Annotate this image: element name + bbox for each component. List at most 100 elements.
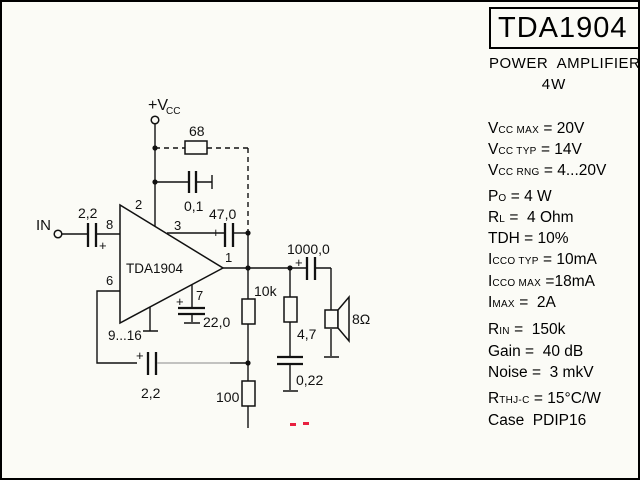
spec-subscript: L [499,214,506,225]
spec-symbol: R [488,209,500,226]
spec-subscript: IN [499,326,510,337]
spec-subscript: MAX [492,299,515,310]
spec-symbol: Noise [488,364,528,381]
spec-symbol: TDH [488,230,520,247]
spec-value: =18mA [541,273,595,290]
spec-case: Case PDIP16 [488,412,586,430]
capacitor-47_0: 47,0 + [167,206,251,247]
spec-symbol: Gain [488,343,521,360]
capacitor-plates [223,223,235,247]
polarity-plus: + [176,294,184,309]
wire [197,175,213,189]
capacitor-47-value: 47,0 [209,206,236,222]
capacitor-plates [178,306,205,316]
capacitor-1000-value: 1000,0 [287,241,330,257]
capacitor-input-2_2: 2,2 + [78,205,120,253]
spec-value: = 20V [539,120,585,137]
spec-value: = 15°C/W [529,390,601,407]
spec-symbol: Case [488,412,525,429]
spec-imax: IMAX = 2A [488,294,556,312]
spec-vcc-typ: VCC TYP = 14V [488,141,582,159]
resistor-body [241,380,256,407]
capacitor-in-value: 2,2 [78,205,98,221]
resistor-4_7: 4,7 [283,268,317,342]
resistor-body [283,296,298,323]
spec-symbol: V [488,162,499,179]
capacitor-0_1-value: 0,1 [184,198,204,214]
spec-value: = 10mA [538,251,597,268]
pin-1-label: 1 [225,250,232,265]
spec-rthj-c: RTHJ-C = 15°C/W [488,390,601,408]
spec-value: PDIP16 [524,412,587,429]
spec-value: = 4 W [506,188,552,205]
ground-symbol [283,365,298,392]
spec-value: = 4 Ohm [505,209,574,226]
spec-symbol: V [488,120,499,137]
capacitor-plates [277,355,303,366]
polarity-plus: + [99,238,107,253]
input-terminal: IN [36,217,87,239]
terminal-circle [53,229,63,239]
spec-subscript: CCO TYP [492,256,539,267]
pin-3-label: 3 [174,218,181,233]
resistor-body [184,140,208,155]
speaker-icon: 8Ω [324,294,370,358]
spec-value: = 10% [519,230,569,247]
spec-symbol: V [488,141,499,158]
ground-pins-9-16: 9...16 [108,307,158,343]
capacitor-0_22-value: 0,22 [296,372,323,388]
capacitor-0_1: 0,1 [155,171,213,214]
resistor-100: 100 [216,363,256,428]
polarity-plus: + [136,348,144,363]
spec-gain: Gain = 40 dB [488,343,583,361]
resistor-68-value: 68 [189,123,205,139]
polarity-plus: + [212,225,220,240]
resistor-10k: 10k [241,268,278,366]
spec-symbol: I [488,273,493,290]
opamp-tda1904: TDA1904 2 3 8 6 1 7 [106,197,232,325]
spec-rin: RIN = 150k [488,321,565,339]
watermark-remnant [290,423,296,426]
resistor-4_7-value: 4,7 [297,326,317,342]
pins-9-16-label: 9...16 [108,328,142,343]
pin-2-label: 2 [135,197,142,212]
spec-subscript: CC TYP [498,146,537,157]
spec-symbol: I [488,294,493,311]
speaker-body [324,309,339,329]
capacitor-plates [86,223,98,247]
capacitor-plates [146,352,158,375]
capacitor-22-value: 22,0 [203,314,230,330]
pin-6-label: 6 [106,273,113,288]
spec-symbol: R [488,390,500,407]
spec-symbol: R [488,321,500,338]
capacitor-22_0: + 22,0 [176,285,230,330]
pin-7-label: 7 [196,288,203,303]
wire [316,267,332,310]
spec-noise: Noise = 3 mkV [488,364,594,382]
spec-value: = 3 mkV [527,364,594,381]
opamp-triangle [119,203,225,325]
feedback-capacitor-2_2: + 2,2 [96,290,248,401]
spec-subscript: CCO MAX [492,278,542,289]
terminal-circle [150,115,160,125]
wire [96,290,137,364]
spec-value: = 2A [514,294,556,311]
spec-tdh: TDH = 10% [488,230,569,248]
polarity-plus: + [295,255,303,270]
input-label: IN [36,217,51,234]
vcc-terminal: +V CC [148,97,180,226]
power-rating: 4W [541,76,567,93]
spec-po: PO = 4 W [488,188,552,206]
vcc-label: +V [148,97,168,114]
capacitor-0_22: 0,22 [277,322,323,392]
watermark-remnant [303,422,309,425]
dashed-wire [207,147,249,231]
capacitor-plates [187,171,198,193]
spec-symbol: I [488,251,493,268]
spec-icco-typ: ICCO TYP = 10mA [488,251,597,269]
spec-icco-max: ICCO MAX =18mA [488,273,595,291]
resistor-body [241,298,256,325]
spec-rl: RL = 4 Ohm [488,209,574,227]
spec-value: = 40 dB [520,343,584,360]
